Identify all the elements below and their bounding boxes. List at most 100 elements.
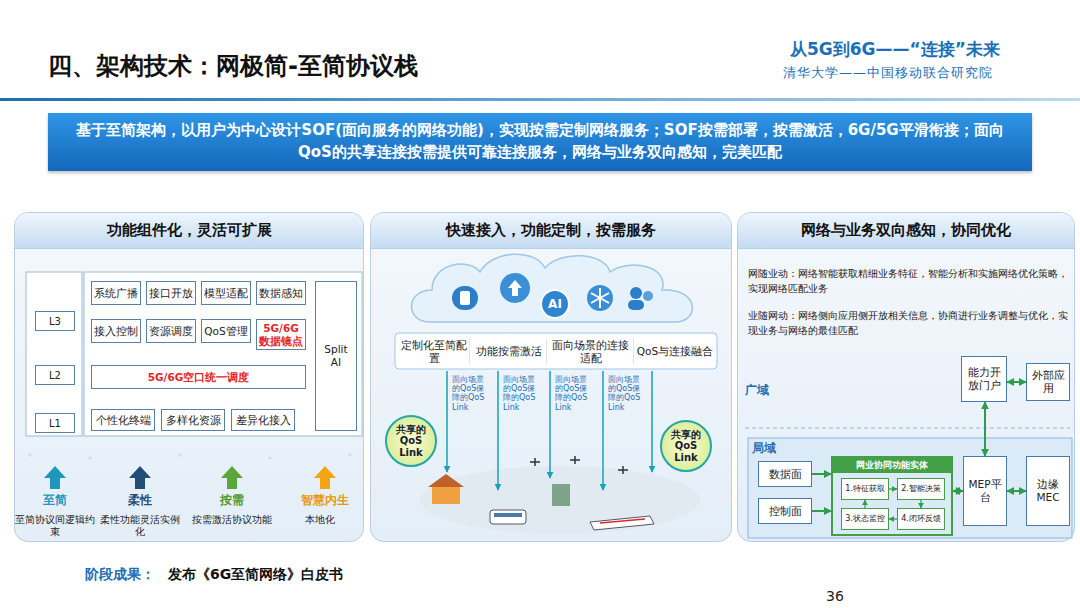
node-text: 资源调度 bbox=[149, 325, 193, 338]
connector-arrow bbox=[889, 518, 897, 519]
local-region bbox=[745, 428, 1070, 429]
panel: 功能组件化，灵活可扩展L3L2L1系统广播接口开放模型适配数据感知接入控制资源调… bbox=[14, 212, 364, 542]
feature-note: 至简协议间逻辑约束 bbox=[15, 514, 95, 538]
node-text: 1.特征获取 bbox=[845, 485, 885, 494]
function-box: 系统广播 bbox=[91, 281, 141, 305]
page-number: 36 bbox=[826, 588, 856, 604]
function-segment: 面向场景的连接适配 bbox=[548, 336, 633, 368]
node-text: 5G/6G空口统一调度 bbox=[148, 371, 250, 384]
ai-icon: AI bbox=[540, 289, 570, 319]
dot-texture bbox=[89, 457, 92, 460]
qos-link-line bbox=[446, 371, 448, 472]
app-box: 外部应用 bbox=[1026, 363, 1070, 401]
scene-ground bbox=[420, 466, 700, 534]
node-text: 4.闭环反馈 bbox=[901, 515, 941, 524]
connector-arrow bbox=[984, 402, 986, 456]
node-text: 控制面 bbox=[769, 505, 802, 518]
scene-ground bbox=[420, 466, 700, 534]
function-box: 多样化资源 bbox=[161, 409, 225, 431]
layer-tag: L2 bbox=[35, 365, 75, 385]
banner-box: 基于至简架构，以用户为中心设计SOF(面向服务的网络功能)，实现按需定制网络服务… bbox=[48, 113, 1032, 171]
node-text: 共享的QoS Link bbox=[389, 424, 433, 459]
function-bar bbox=[395, 333, 717, 369]
up-arrow-icon bbox=[44, 466, 336, 489]
function-box: 接入控制 bbox=[91, 319, 141, 343]
scene-figure bbox=[490, 510, 526, 524]
function-box: 5G/6G数据镜点 bbox=[256, 319, 306, 350]
step-box: 1.特征获取 bbox=[841, 478, 889, 500]
cloud-shape bbox=[411, 254, 692, 322]
cloud-icon bbox=[630, 287, 642, 299]
panel-ground bbox=[14, 212, 364, 542]
dot-texture bbox=[29, 454, 352, 460]
qos-link-line bbox=[549, 371, 551, 478]
feature-note: 按需激活协议功能 bbox=[192, 514, 272, 526]
dot-texture bbox=[269, 457, 272, 460]
qos-link-circle: 共享的QoS Link bbox=[385, 415, 437, 467]
panel: 网络与业务双向感知，协同优化能力开放门户外部应用数据面控制面网业协同功能实体1.… bbox=[737, 212, 1075, 542]
dot-texture bbox=[179, 454, 182, 457]
connector-arrow bbox=[812, 510, 831, 512]
schedule-box: 5G/6G空口统一调度 bbox=[91, 365, 306, 389]
note-text: 网随业动：网络智能获取精细业务特征，智能分析和实施网络优化策略，实现网络匹配业务 bbox=[748, 266, 1070, 296]
feature-name: 柔性 bbox=[105, 492, 175, 509]
plane-box: 数据面 bbox=[758, 461, 812, 487]
scene-figure bbox=[552, 484, 570, 506]
layer-frame bbox=[26, 272, 362, 436]
function-box: 模型适配 bbox=[201, 281, 251, 305]
function-bar bbox=[395, 333, 717, 369]
connector-arrow bbox=[953, 490, 963, 492]
function-box: 个性化终端 bbox=[91, 409, 155, 431]
cloud-icon bbox=[643, 291, 653, 301]
cloud-icon bbox=[452, 286, 478, 310]
function-box: 差异化接入 bbox=[231, 409, 295, 431]
node-text: MEP平台 bbox=[966, 478, 1004, 503]
node-text: 差异化接入 bbox=[236, 414, 291, 427]
feature-name: 智慧内生 bbox=[290, 492, 360, 509]
node-text: 网业协同功能实体 bbox=[833, 458, 951, 473]
qos-link-line bbox=[651, 371, 653, 472]
header-rule bbox=[0, 98, 1080, 101]
scene-figure bbox=[428, 474, 464, 487]
node-text: 数据面 bbox=[769, 468, 802, 481]
feature-note: 柔性功能灵活实例化 bbox=[100, 514, 180, 538]
layer-frame bbox=[84, 272, 362, 436]
node-text: 2.智能决策 bbox=[901, 485, 941, 494]
node-text: 基于至简架构，以用户为中心设计SOF(面向服务的网络功能)，实现按需定制网络服务… bbox=[66, 120, 1014, 164]
link-label: 面向场景的QoS保障的QoS Link bbox=[608, 375, 644, 412]
function-box: 资源调度 bbox=[146, 319, 196, 343]
qos-link-line bbox=[497, 371, 499, 490]
node-text: 模型适配 bbox=[204, 287, 248, 300]
scene-figure bbox=[432, 486, 460, 504]
node-text: QoS与连接融合 bbox=[637, 345, 713, 358]
panel-ground bbox=[14, 212, 1075, 542]
feature-note: 本地化 bbox=[282, 514, 358, 526]
qos-link-line bbox=[447, 371, 652, 490]
node-text: Split AI bbox=[318, 343, 354, 368]
slide-title: 四、架构技术：网极简-至简协议栈 bbox=[48, 50, 418, 82]
entity-box: 网业协同功能实体1.特征获取2.智能决策3.状态监控4.闭环反馈 bbox=[831, 456, 953, 536]
link-label: 面向场景的QoS保障的QoS Link bbox=[452, 375, 488, 412]
cloud-icon bbox=[460, 291, 470, 305]
up-arrow-icon bbox=[221, 466, 243, 489]
dot-texture bbox=[29, 454, 32, 457]
node-text: 5G/6G数据镜点 bbox=[259, 322, 303, 347]
portal-box: 能力开放门户 bbox=[961, 356, 1007, 402]
up-arrow-icon bbox=[44, 466, 66, 489]
scene-figure bbox=[428, 456, 654, 530]
feature-name: 按需 bbox=[197, 492, 267, 509]
header-tagline: 从5G到6G——“连接”未来 bbox=[790, 38, 1075, 61]
scene-figure bbox=[600, 519, 645, 523]
area-label: 局域 bbox=[752, 440, 792, 457]
connector-arrow bbox=[1007, 381, 1026, 383]
function-box: QoS管理 bbox=[201, 319, 251, 343]
connector-arrow bbox=[920, 500, 921, 508]
scene-figure bbox=[494, 513, 522, 517]
area-label: 广域 bbox=[745, 382, 785, 399]
cloud-icon bbox=[500, 273, 530, 303]
result-text: 发布《6G至简网络》白皮书 bbox=[168, 566, 488, 584]
cloud-icon bbox=[508, 280, 522, 296]
qos-link-line bbox=[602, 371, 604, 490]
node-text: 外部应用 bbox=[1029, 369, 1067, 394]
